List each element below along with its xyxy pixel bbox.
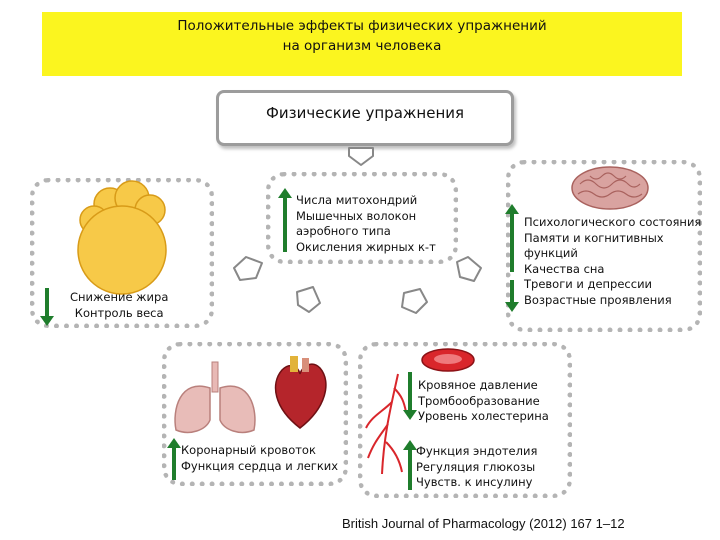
increase-arrow-icon xyxy=(403,440,417,490)
increase-arrow-icon xyxy=(167,438,181,480)
pentagon-arrow-icon xyxy=(296,286,321,313)
mitochondria-text: Числа митохондрий Мышечных волокон аэроб… xyxy=(296,193,436,254)
fat-cell-icon xyxy=(77,180,167,295)
lungs-icon xyxy=(174,361,256,434)
vessel-up-text: Функция эндотелия Регуляция глюкозы Чувс… xyxy=(416,444,538,489)
fat-text: Снижение жира Контроль веса xyxy=(70,290,169,320)
mitochondria-box xyxy=(266,172,458,264)
decrease-arrow-icon xyxy=(505,280,519,312)
vessels-icon xyxy=(365,373,407,475)
center-box xyxy=(216,90,514,146)
brain-text: Психологического состояния Памяти и когн… xyxy=(524,215,702,307)
vessel-down-text: Кровяное давление Тромбообразование Уров… xyxy=(418,378,549,423)
decrease-arrow-icon xyxy=(403,372,417,420)
title-banner xyxy=(42,12,682,76)
pentagon-arrow-icon xyxy=(401,288,428,314)
brain-icon xyxy=(571,166,649,210)
blood-cell-icon xyxy=(421,348,475,372)
title-line-1: Положительные эффекты физических упражне… xyxy=(177,18,547,34)
title-line-2: на организм человека xyxy=(282,38,442,54)
heart-text: Коронарный кровоток Функция сердца и лег… xyxy=(181,443,339,473)
pentagon-arrow-icon xyxy=(348,147,374,166)
heart-icon xyxy=(274,356,327,429)
center-label: Физические упражнения xyxy=(265,104,465,122)
pentagon-arrow-icon xyxy=(456,256,482,282)
decrease-arrow-icon xyxy=(40,288,54,326)
pentagon-arrow-icon xyxy=(233,256,263,281)
increase-arrow-icon xyxy=(505,204,519,272)
citation: British Journal of Pharmacology (2012) 1… xyxy=(342,516,625,531)
increase-arrow-icon xyxy=(278,188,292,252)
page-title: Положительные эффекты физических упражне… xyxy=(42,16,682,56)
vessel-box xyxy=(358,342,572,498)
